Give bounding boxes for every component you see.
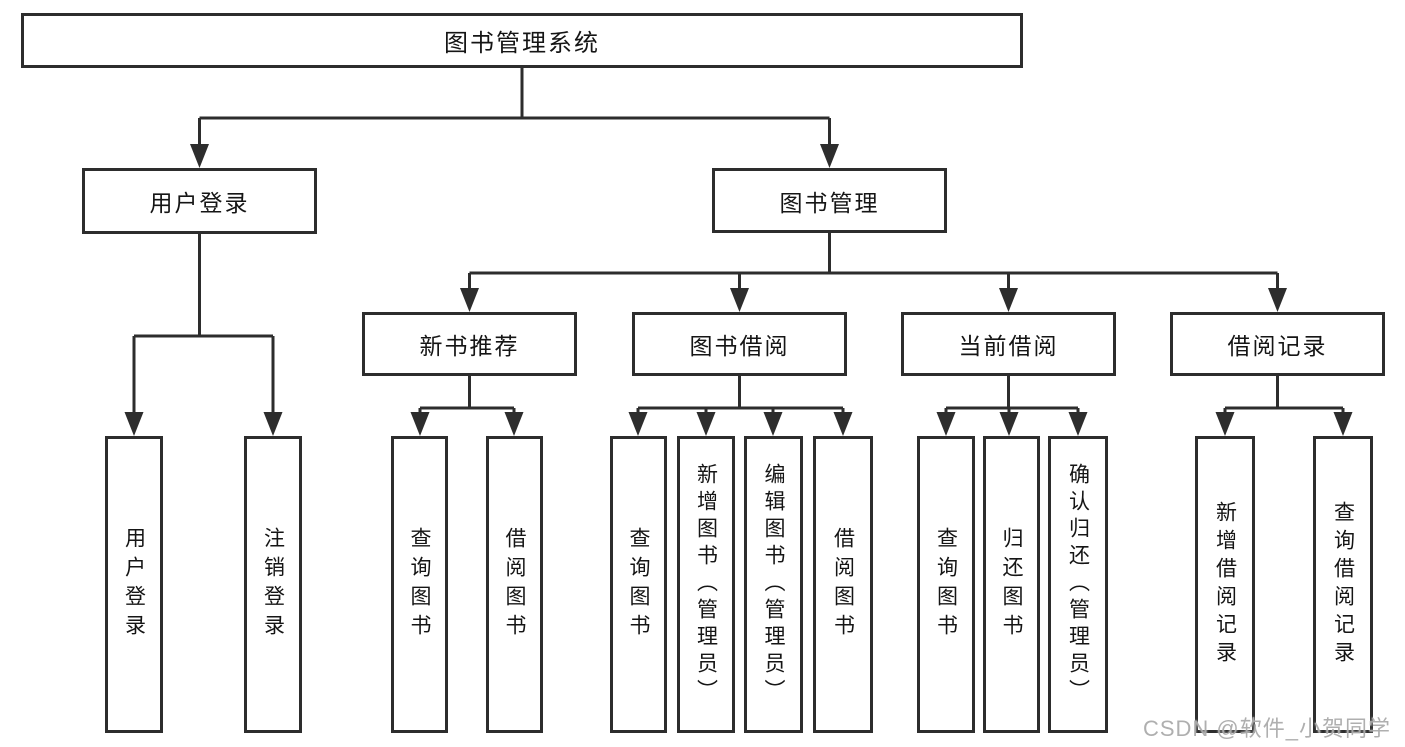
arrow-down-icon [833,412,853,436]
leaf-logout: 注销登录 [244,436,302,733]
arrow-down-icon [124,412,144,436]
arrow-down-icon [820,144,839,168]
csdn-watermark: CSDN @软件_小贺同学 [1142,716,1391,741]
leaf-return-books: 归还图书 [983,436,1040,733]
arrow-down-icon [999,412,1019,436]
arrow-down-icon [1068,412,1088,436]
leaf-add-books-admin: 新增图书（管理员） [677,436,735,733]
leaf-query-books-current: 查询图书 [917,436,975,733]
node-book-management: 图书管理 [712,168,947,233]
leaf-query-books-recommend: 查询图书 [391,436,448,733]
leaf-add-borrow-record: 新增借阅记录 [1195,436,1255,733]
arrow-down-icon [936,412,956,436]
leaf-borrow-books: 借阅图书 [813,436,873,733]
arrow-down-icon [730,288,749,312]
arrow-down-icon [263,412,283,436]
arrow-down-icon [410,412,430,436]
arrow-down-icon [763,412,783,436]
leaf-query-borrow-record: 查询借阅记录 [1313,436,1373,733]
arrowheads [124,144,1353,436]
node-current-borrowing: 当前借阅 [901,312,1116,376]
leaf-query-books-borrow: 查询图书 [610,436,667,733]
arrow-down-icon [999,288,1018,312]
node-new-book-recommendation: 新书推荐 [362,312,577,376]
arrow-down-icon [696,412,716,436]
arrow-down-icon [1333,412,1353,436]
arrow-down-icon [504,412,524,436]
node-book-borrowing: 图书借阅 [632,312,847,376]
arrow-down-icon [1268,288,1287,312]
arrow-down-icon [460,288,479,312]
leaf-edit-books-admin: 编辑图书（管理员） [744,436,803,733]
arrow-down-icon [190,144,209,168]
leaf-user-login: 用户登录 [105,436,163,733]
leaf-confirm-return-admin: 确认归还（管理员） [1048,436,1108,733]
node-borrowing-records: 借阅记录 [1170,312,1385,376]
leaf-borrow-books-recommend: 借阅图书 [486,436,543,733]
arrow-down-icon [1215,412,1235,436]
arrow-down-icon [628,412,648,436]
node-user-login: 用户登录 [82,168,317,234]
node-library-system: 图书管理系统 [21,13,1023,68]
